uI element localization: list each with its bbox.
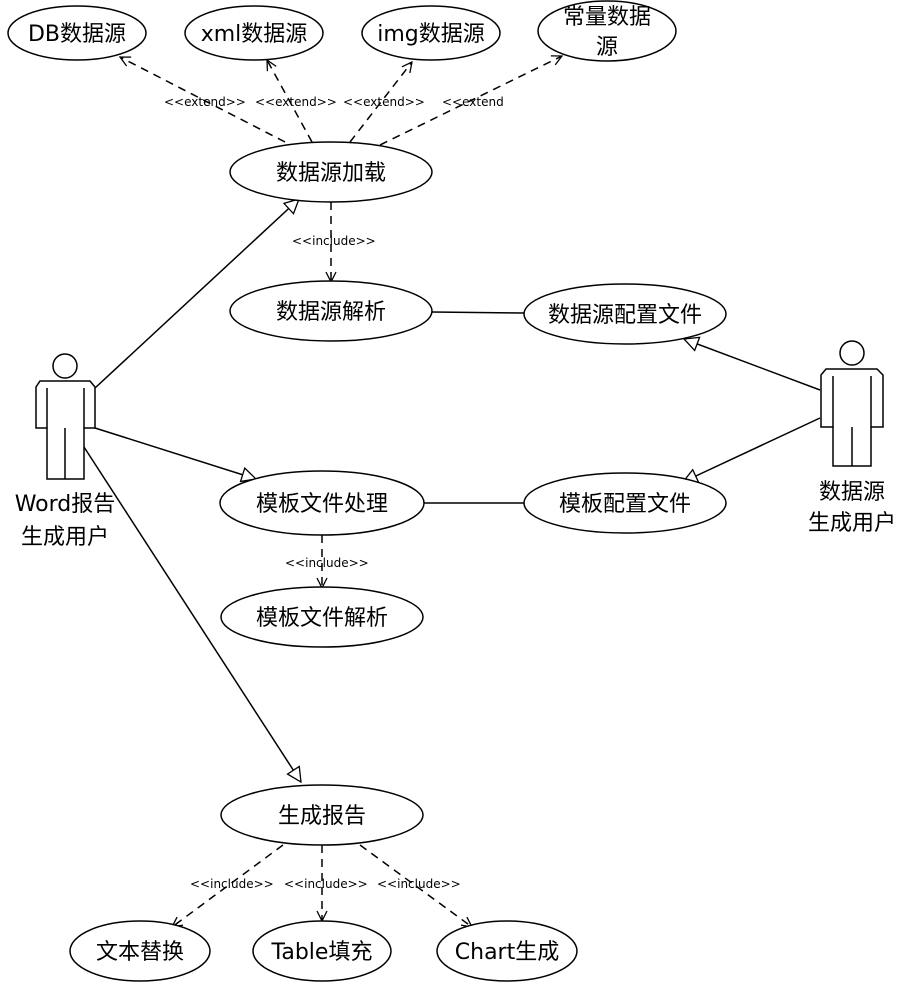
- actor-figure-icon: [35, 353, 96, 480]
- actor-word-report-user[interactable]: Word报告 生成用户: [15, 353, 116, 550]
- use-case-label-line2: 源: [596, 35, 618, 60]
- stereotype-include-chart: <<include>>: [377, 877, 461, 891]
- use-case-label: xml数据源: [201, 22, 308, 47]
- use-case-label: 生成报告: [278, 804, 366, 829]
- use-case-ds-parse[interactable]: 数据源解析: [229, 280, 433, 342]
- use-case-label: 模板配置文件: [559, 492, 691, 517]
- use-case-tpl-process[interactable]: 模板文件处理: [219, 470, 425, 536]
- stereotype-include-text: <<include>>: [190, 877, 274, 891]
- use-case-chart-gen[interactable]: Chart生成: [436, 920, 578, 982]
- include-line-text: [172, 844, 284, 927]
- actor-label-line2: 生成用户: [21, 525, 109, 550]
- actor-datasource-user[interactable]: 数据源 生成用户: [808, 340, 896, 536]
- stereotype-include-table: <<include>>: [284, 877, 368, 891]
- stereotype-extend-xml: <<extend>>: [255, 95, 337, 109]
- actor-figure-icon: [820, 340, 884, 467]
- stereotype-extend-db: <<extend>>: [164, 95, 246, 109]
- stereotype-extend-const: <<extend: [442, 95, 504, 109]
- actor-label-line1: 数据源: [819, 480, 885, 505]
- use-case-label: 数据源加载: [276, 161, 386, 186]
- extend-line-xml: [267, 60, 313, 143]
- use-case-label: Chart生成: [455, 940, 559, 965]
- assoc-word-load: [94, 199, 299, 389]
- extend-line-img: [349, 62, 412, 143]
- use-case-img-source[interactable]: img数据源: [361, 5, 501, 61]
- extend-line-const: [379, 56, 562, 146]
- actor-label-line2: 生成用户: [808, 511, 896, 536]
- use-case-tpl-parse[interactable]: 模板文件解析: [220, 586, 424, 648]
- include-line-chart: [359, 844, 472, 927]
- use-case-label-line1: 常量数据: [563, 5, 651, 30]
- assoc-dsuser-tplconfig: [683, 417, 821, 482]
- use-case-db-source[interactable]: DB数据源: [7, 5, 147, 61]
- stereotype-extend-img: <<extend>>: [343, 95, 425, 109]
- actor-label-line1: Word报告: [15, 492, 116, 517]
- use-case-tpl-config[interactable]: 模板配置文件: [523, 472, 727, 534]
- use-case-label: 数据源配置文件: [548, 303, 702, 328]
- assoc-word-tpl: [94, 427, 256, 479]
- use-case-xml-source[interactable]: xml数据源: [184, 5, 324, 61]
- assoc-word-report: [83, 446, 301, 782]
- assoc-parse-dsconfig: [431, 311, 525, 314]
- use-case-label: Table填充: [271, 940, 373, 965]
- use-case-label: 模板文件处理: [256, 492, 388, 517]
- use-case-label: 数据源解析: [276, 300, 386, 325]
- use-case-table-fill[interactable]: Table填充: [252, 920, 392, 982]
- use-case-text-replace[interactable]: 文本替换: [69, 920, 211, 982]
- use-case-ds-config[interactable]: 数据源配置文件: [523, 283, 727, 345]
- use-case-ds-load[interactable]: 数据源加载: [229, 141, 433, 203]
- use-case-label: img数据源: [377, 22, 485, 47]
- extend-line-db: [120, 56, 286, 143]
- use-case-label: DB数据源: [28, 22, 126, 47]
- use-case-const-source[interactable]: 常量数据 源: [537, 0, 677, 62]
- stereotype-include-load: <<include>>: [292, 234, 376, 248]
- stereotype-include-tpl: <<include>>: [285, 556, 369, 570]
- use-case-label: 文本替换: [96, 940, 184, 965]
- use-case-label: 模板文件解析: [256, 606, 388, 631]
- assoc-dsuser-dsconfig: [684, 339, 821, 391]
- use-case-gen-report[interactable]: 生成报告: [220, 784, 424, 846]
